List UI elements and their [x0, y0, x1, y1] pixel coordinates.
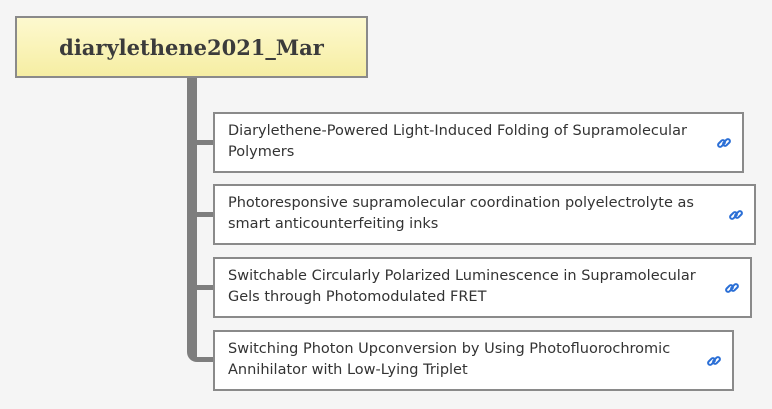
- topic-label-1: Diarylethene-Powered Light-Induced Foldi…: [228, 123, 687, 160]
- topic-label-4: Switching Photon Upconversion by Using P…: [228, 341, 671, 378]
- topic-label-2: Photoresponsive supramolecular coordinat…: [228, 195, 694, 232]
- topic-node-2[interactable]: Photoresponsive supramolecular coordinat…: [213, 184, 756, 245]
- root-topic[interactable]: diarylethene2021_Mar: [15, 16, 368, 78]
- connector-branch-3: [197, 285, 213, 290]
- topic-label-3: Switchable Circularly Polarized Luminesc…: [228, 268, 696, 305]
- connector-branch-2: [197, 212, 213, 217]
- topic-node-1[interactable]: Diarylethene-Powered Light-Induced Foldi…: [213, 112, 744, 173]
- link-icon[interactable]: [706, 353, 722, 369]
- topic-node-3[interactable]: Switchable Circularly Polarized Luminesc…: [213, 257, 752, 318]
- root-topic-label: diarylethene2021_Mar: [59, 34, 324, 60]
- connector-branch-1: [197, 140, 213, 145]
- connector-trunk: [187, 78, 197, 362]
- link-icon[interactable]: [728, 207, 744, 223]
- link-icon[interactable]: [724, 280, 740, 296]
- connector-branch-4: [197, 357, 213, 362]
- link-icon[interactable]: [716, 135, 732, 151]
- topic-node-4[interactable]: Switching Photon Upconversion by Using P…: [213, 330, 734, 391]
